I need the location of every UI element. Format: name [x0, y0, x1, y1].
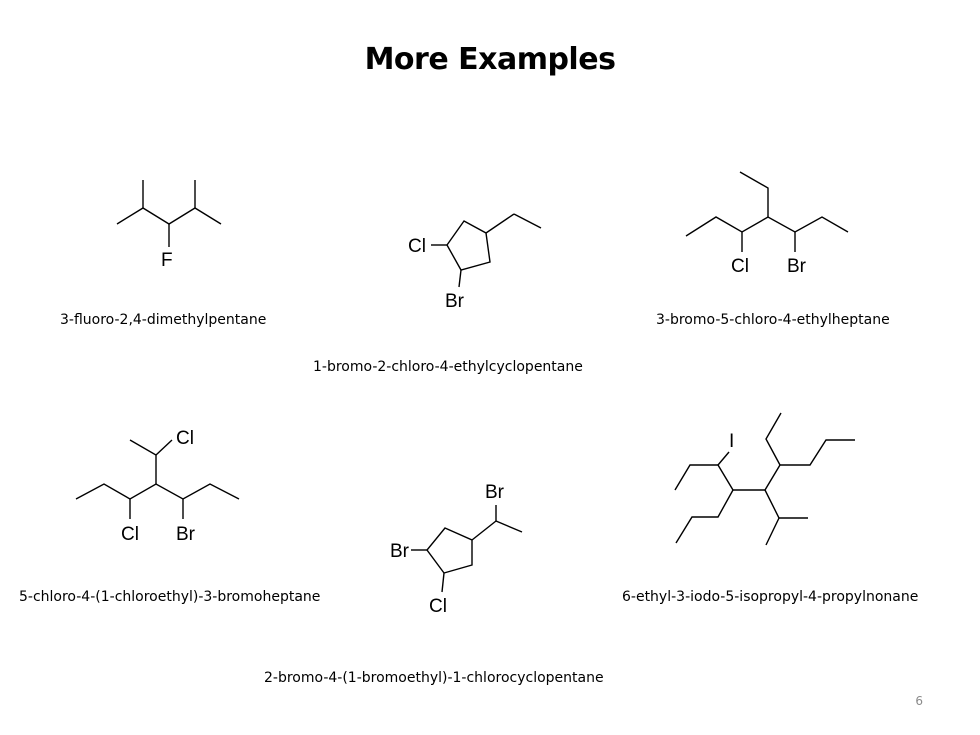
molecule-3-name: 3-bromo-5-chloro-4-ethylheptane — [656, 312, 890, 328]
molecule-5-structure: Br Br Cl — [390, 482, 523, 617]
atom-label: Cl — [731, 256, 749, 277]
atom-label: Cl — [429, 596, 447, 617]
atom-label: Br — [787, 256, 807, 277]
molecule-1-structure: F — [116, 180, 222, 271]
atom-label: Br — [390, 541, 410, 562]
atom-label: I — [729, 431, 734, 452]
molecule-2-structure: Cl Br — [408, 213, 542, 312]
atom-label: Br — [445, 291, 465, 312]
molecule-1-name: 3-fluoro-2,4-dimethylpentane — [60, 312, 267, 328]
molecule-5-name: 2-bromo-4-(1-bromoethyl)-1-chlorocyclope… — [264, 670, 604, 686]
atom-label: Br — [176, 524, 196, 545]
atom-label: F — [161, 250, 173, 271]
molecule-4-structure: Cl Cl Br — [75, 428, 240, 545]
molecule-3-structure: Cl Br — [685, 171, 849, 277]
page-number: 6 — [915, 694, 923, 708]
molecule-6-structure: I — [674, 412, 855, 546]
atom-label: Br — [485, 482, 505, 503]
molecule-4-name: 5-chloro-4-(1-chloroethyl)-3-bromoheptan… — [19, 589, 321, 605]
atom-label: Cl — [176, 428, 194, 449]
molecule-2-name: 1-bromo-2-chloro-4-ethylcyclopentane — [313, 359, 583, 375]
atom-label: Cl — [121, 524, 139, 545]
molecule-6-name: 6-ethyl-3-iodo-5-isopropyl-4-propylnonan… — [622, 589, 919, 605]
atom-label: Cl — [408, 236, 426, 257]
slide-title: More Examples — [364, 42, 616, 77]
